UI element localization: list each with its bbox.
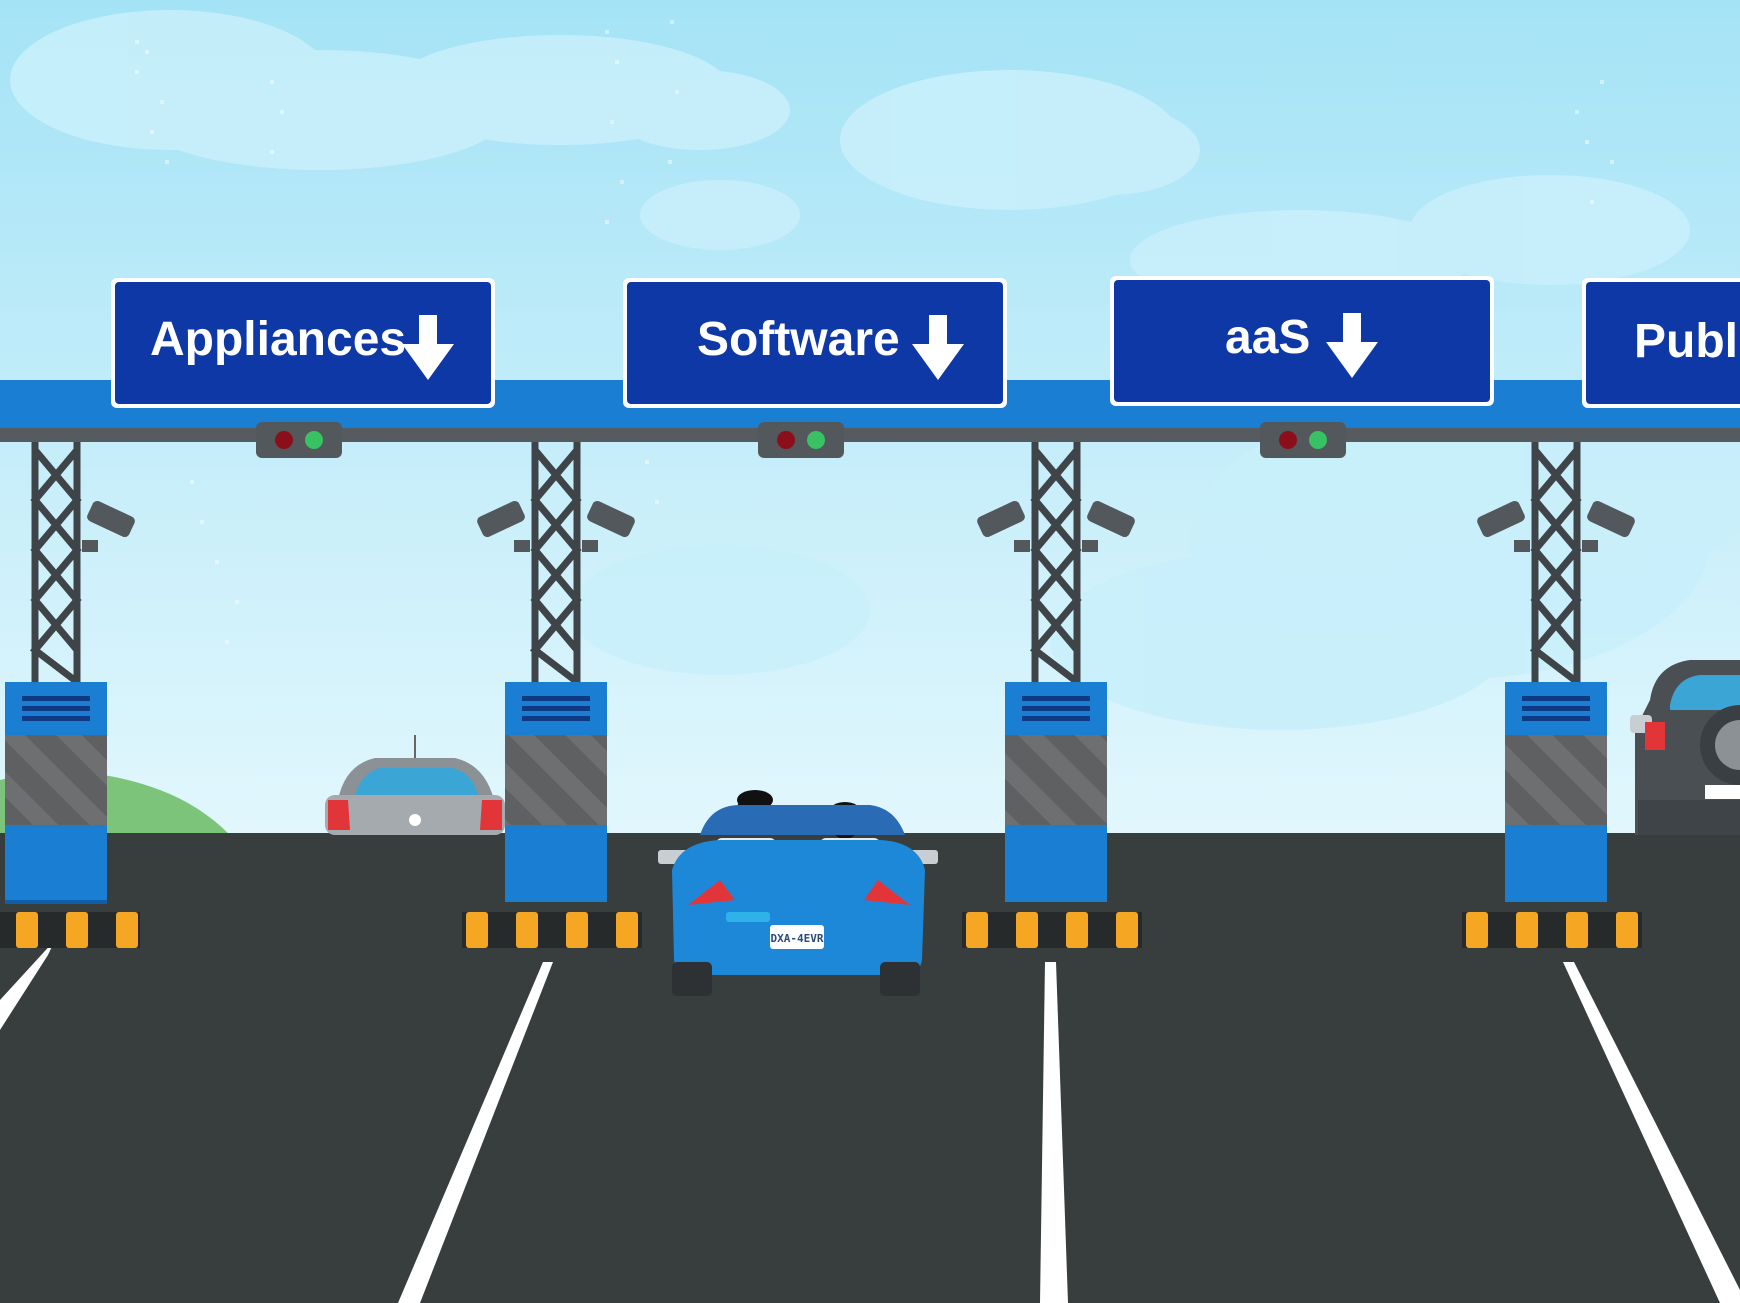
toll-booth-3	[962, 442, 1142, 948]
sign-label: Software	[697, 313, 900, 366]
lane-light-2	[758, 422, 844, 458]
toll-booth-1	[0, 442, 140, 948]
red-light	[275, 431, 293, 449]
camera-icon	[1082, 500, 1135, 552]
red-light	[777, 431, 795, 449]
sign-aas: aaS	[1110, 276, 1494, 406]
silver-sedan	[325, 735, 505, 835]
sign-software: Software	[623, 278, 1007, 408]
sign-label: Publi	[1634, 315, 1740, 368]
digital-rain	[135, 20, 1614, 644]
camera-icon	[477, 500, 530, 552]
lane-light-1	[256, 422, 342, 458]
toll-booth-2	[462, 442, 642, 948]
green-light	[807, 431, 825, 449]
camera-icon	[1477, 500, 1530, 552]
sign-label: Appliances	[150, 313, 406, 366]
down-arrow-icon	[1326, 313, 1378, 378]
camera-icon	[1582, 500, 1635, 552]
red-light	[1279, 431, 1297, 449]
lane-markings	[0, 940, 1740, 1303]
sign-appliances: Appliances	[111, 278, 495, 408]
down-arrow-icon	[402, 315, 454, 380]
green-light	[1309, 431, 1327, 449]
blue-convertible: DXA-4EVR	[658, 790, 938, 996]
green-light	[305, 431, 323, 449]
camera-icon	[582, 500, 635, 552]
clouds	[10, 10, 1740, 730]
camera-icon	[82, 500, 135, 552]
dark-suv	[1630, 660, 1740, 835]
down-arrow-icon	[912, 315, 964, 380]
toll-booth-4	[1462, 442, 1642, 948]
camera-icon	[977, 500, 1030, 552]
sign-label: aaS	[1225, 311, 1310, 364]
license-plate: DXA-4EVR	[771, 932, 824, 945]
sign-public: Publi	[1582, 278, 1740, 408]
lane-light-3	[1260, 422, 1346, 458]
